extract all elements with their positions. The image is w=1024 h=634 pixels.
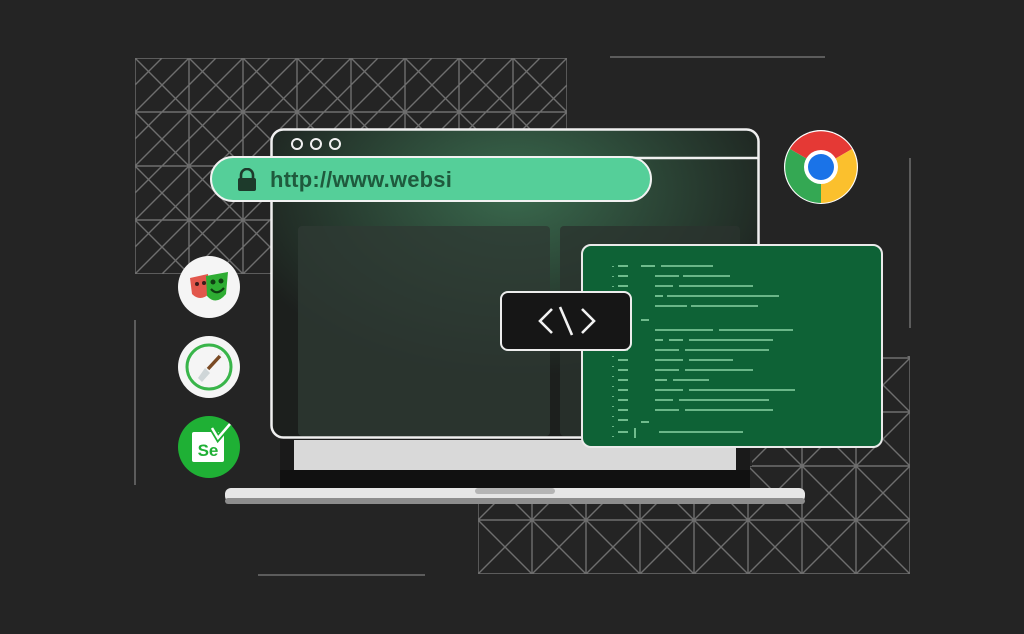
- laptop-base: [225, 434, 805, 504]
- lock-icon: [238, 168, 256, 191]
- url-text: http://www.websi: [270, 167, 453, 192]
- code-tag-button[interactable]: [500, 291, 632, 351]
- selenium-icon: Se: [178, 416, 240, 478]
- selenium-label: Se: [198, 441, 219, 460]
- url-fade: [512, 162, 642, 196]
- url-bar[interactable]: http://www.websi: [210, 156, 652, 202]
- code-icon: [538, 306, 596, 336]
- chrome-icon: [784, 130, 858, 204]
- code-lines: [612, 265, 795, 438]
- window-dots: [291, 138, 341, 150]
- puppeteer-icon: [178, 336, 240, 398]
- playwright-icon: [178, 256, 240, 318]
